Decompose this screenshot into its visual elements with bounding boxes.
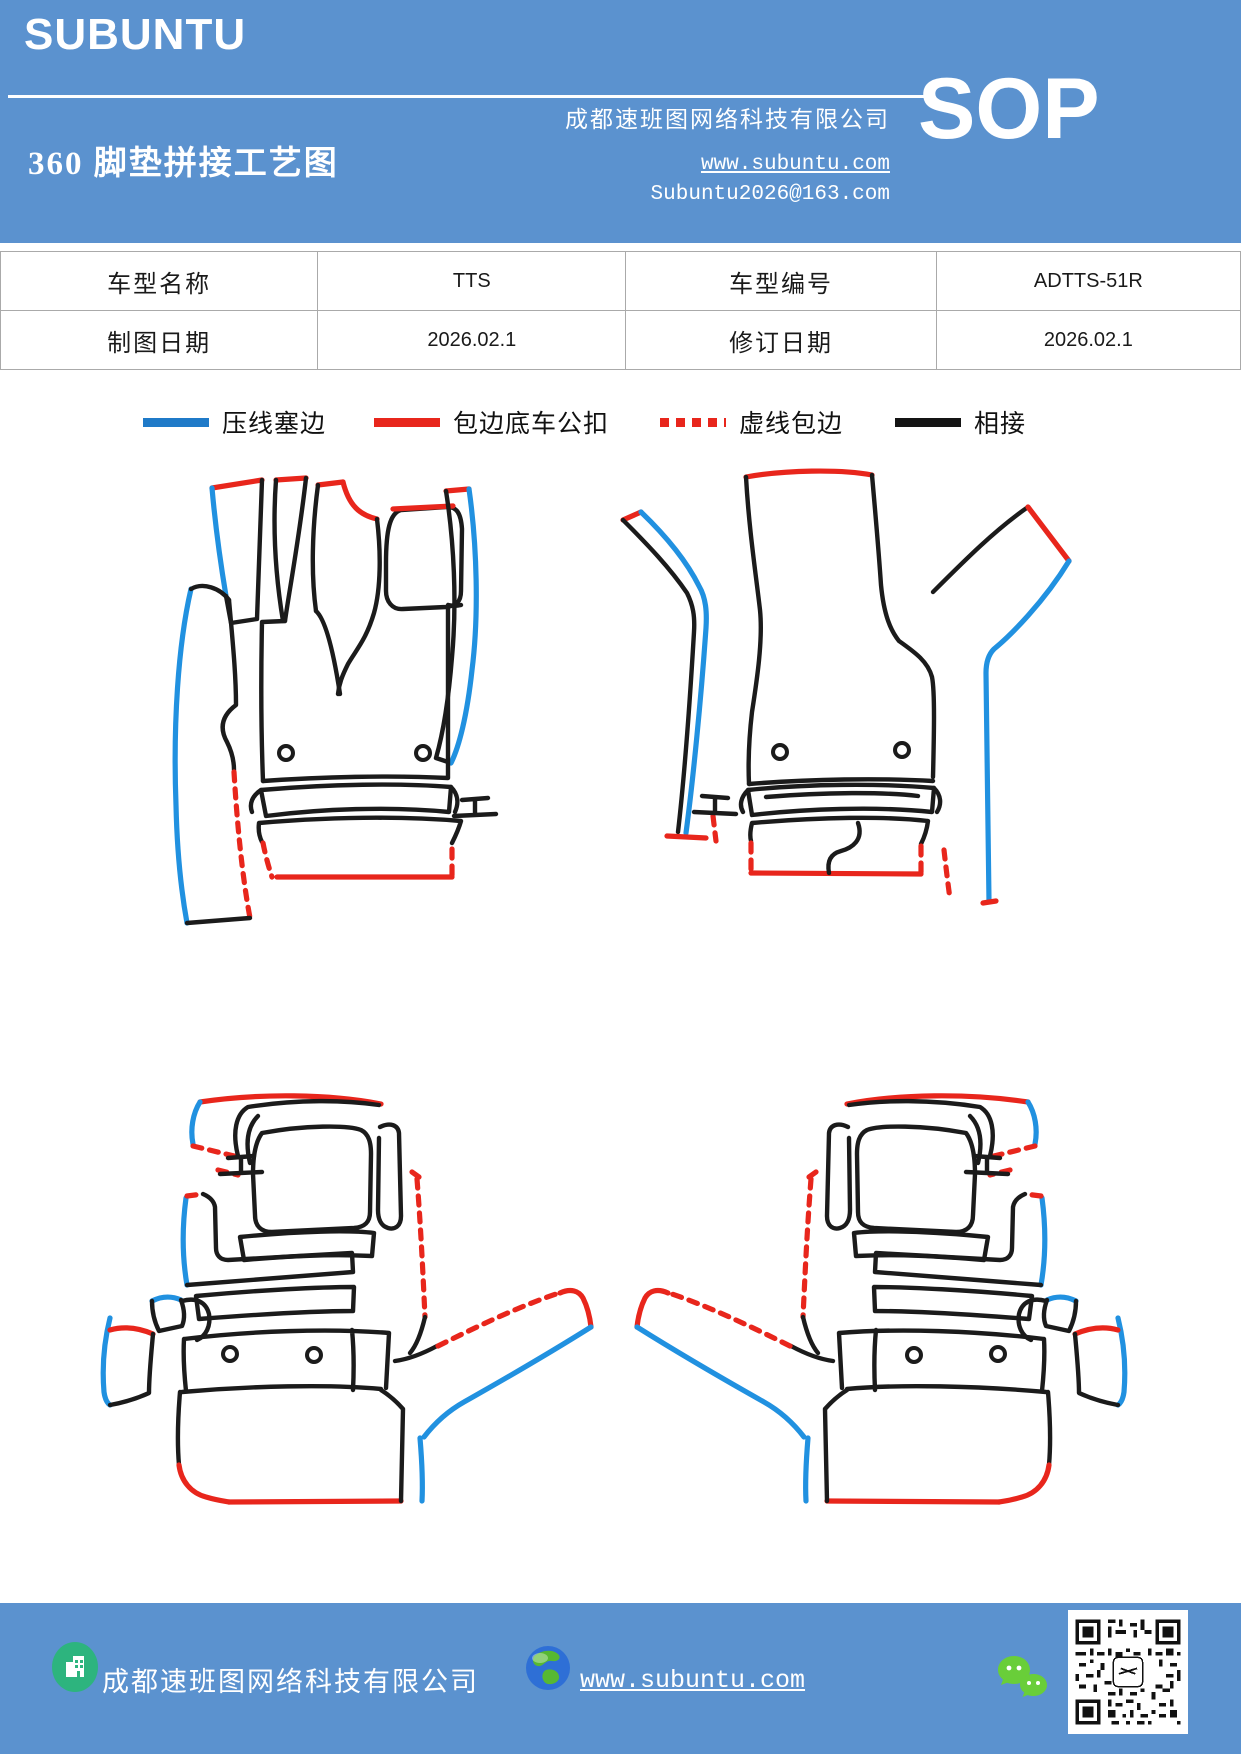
legend-label: 虚线包边 [739,411,844,438]
header-banner: SUBUNTU 360 脚垫拼接工艺图 成都速班图网络科技有限公司 www.su… [0,0,1241,243]
legend-label: 相接 [974,411,1027,438]
orientation-marker-up [694,796,736,814]
legend-label: 包边底车公扣 [453,411,610,438]
qr-code [1068,1610,1188,1734]
diagram-rear-right-mat [637,1096,1125,1502]
header-divider [8,95,930,98]
sop-badge: SOP [918,61,1100,157]
legend-label: 压线塞边 [222,411,327,438]
vehicle-info-table: 车型名称 TTS 车型编号 ADTTS-51R 制图日期 2026.02.1 修… [0,251,1241,370]
header-website-link[interactable]: www.subuntu.com [700,153,890,176]
diagram-front-left-mat [172,475,496,926]
table-row: 车型名称 TTS 车型编号 ADTTS-51R [0,251,1241,311]
legend-item-dashed-edge: 虚线包边 [660,406,843,438]
diagram-rear-left-mat [103,1096,591,1502]
diagram-front-right-mat [620,468,1072,906]
revision-date-label: 修订日期 [625,310,937,370]
footer-website-link[interactable]: www.subuntu.com [580,1666,806,1695]
table-row: 制图日期 2026.02.1 修订日期 2026.02.1 [0,310,1241,370]
vehicle-name-label: 车型名称 [0,251,319,311]
header-email: Subuntu2026@163.com [650,183,890,206]
header-company-name: 成都速班图网络科技有限公司 [565,107,890,132]
company-building-icon [52,1642,98,1692]
legend-item-join: 相接 [895,406,1026,438]
draw-date-value: 2026.02.1 [317,310,627,370]
vehicle-code-label: 车型编号 [625,251,937,311]
legend-swatch-blue-line [143,417,209,427]
legend-swatch-black-line [895,417,961,427]
orientation-marker-up [454,798,496,816]
draw-date-label: 制图日期 [0,310,319,370]
revision-date-value: 2026.02.1 [935,310,1241,370]
vehicle-name-value: TTS [317,251,627,311]
legend-swatch-red-line [374,417,440,427]
brand-logo: SUBUNTU [24,10,247,59]
page-title: 360 脚垫拼接工艺图 [28,146,339,182]
legend-item-bound-edge: 包边底车公扣 [374,406,609,438]
vehicle-code-value: ADTTS-51R [935,251,1241,311]
wechat-icon [998,1656,1047,1697]
legend-item-press-edge: 压线塞边 [143,406,326,438]
globe-icon [526,1646,570,1690]
legend-swatch-dashed-red-line [660,417,726,427]
footer-company-name: 成都速班图网络科技有限公司 [102,1667,479,1697]
